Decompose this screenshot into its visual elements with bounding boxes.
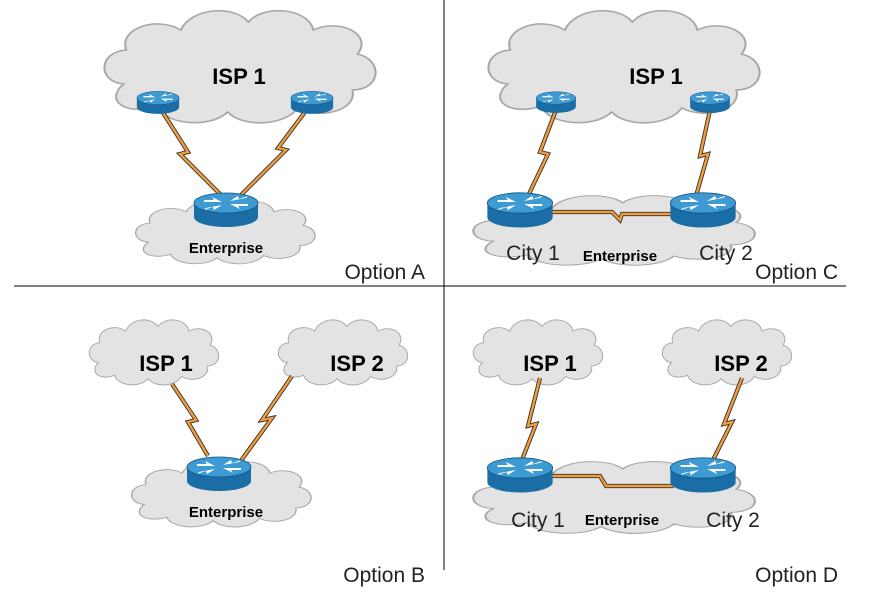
serial-link <box>238 374 294 464</box>
option-b-label: Option B <box>343 564 425 587</box>
serial-link <box>520 377 543 461</box>
serial-link <box>693 109 713 197</box>
serial-link <box>526 109 558 197</box>
isp2-cloud-label: ISP 2 <box>330 351 383 376</box>
option-a-diagram: ISP 1 Enterprise Option A <box>103 9 425 284</box>
serial-link <box>552 209 674 224</box>
isp1-cloud-label: ISP 1 <box>523 351 576 376</box>
serial-link <box>158 106 224 198</box>
enterprise-label: Enterprise <box>585 512 659 529</box>
option-d-diagram: ISP 1 ISP 2 City 1 Enterprise City 2 Opt… <box>472 319 838 587</box>
city2-label: City 2 <box>706 509 760 532</box>
city2-router-icon <box>669 192 737 228</box>
enterprise-router-icon <box>186 456 252 492</box>
isp2-cloud-label: ISP 2 <box>714 351 767 376</box>
city2-label: City 2 <box>699 242 753 265</box>
option-a-label: Option A <box>344 261 425 284</box>
isp-router-left-icon <box>535 91 577 114</box>
serial-link <box>710 377 744 463</box>
option-b-diagram: ISP 1 ISP 2 Enterprise Option B <box>88 319 425 587</box>
enterprise-label: Enterprise <box>189 240 263 257</box>
city2-router-icon <box>669 457 737 493</box>
enterprise-router-icon <box>193 192 259 228</box>
city1-router-icon <box>486 457 554 493</box>
city1-label: City 1 <box>506 242 560 265</box>
isp-router-left-icon <box>136 91 180 115</box>
option-d-label: Option D <box>755 564 838 587</box>
option-c-diagram: ISP 1 City 1 Enterprise City 2 Option C <box>472 9 838 284</box>
city1-router-icon <box>486 192 554 228</box>
option-c-label: Option C <box>755 261 838 284</box>
serial-link <box>238 106 310 198</box>
isp1-cloud-label: ISP 1 <box>139 351 192 376</box>
enterprise-label: Enterprise <box>583 248 657 265</box>
serial-link <box>170 382 210 458</box>
isp1-cloud-label: ISP 1 <box>212 64 265 89</box>
city1-label: City 1 <box>511 509 565 532</box>
serial-link <box>548 473 674 489</box>
isp-router-right-icon <box>689 91 731 114</box>
isp-router-right-icon <box>290 91 334 115</box>
isp1-cloud-label: ISP 1 <box>629 64 682 89</box>
enterprise-label: Enterprise <box>189 504 263 521</box>
